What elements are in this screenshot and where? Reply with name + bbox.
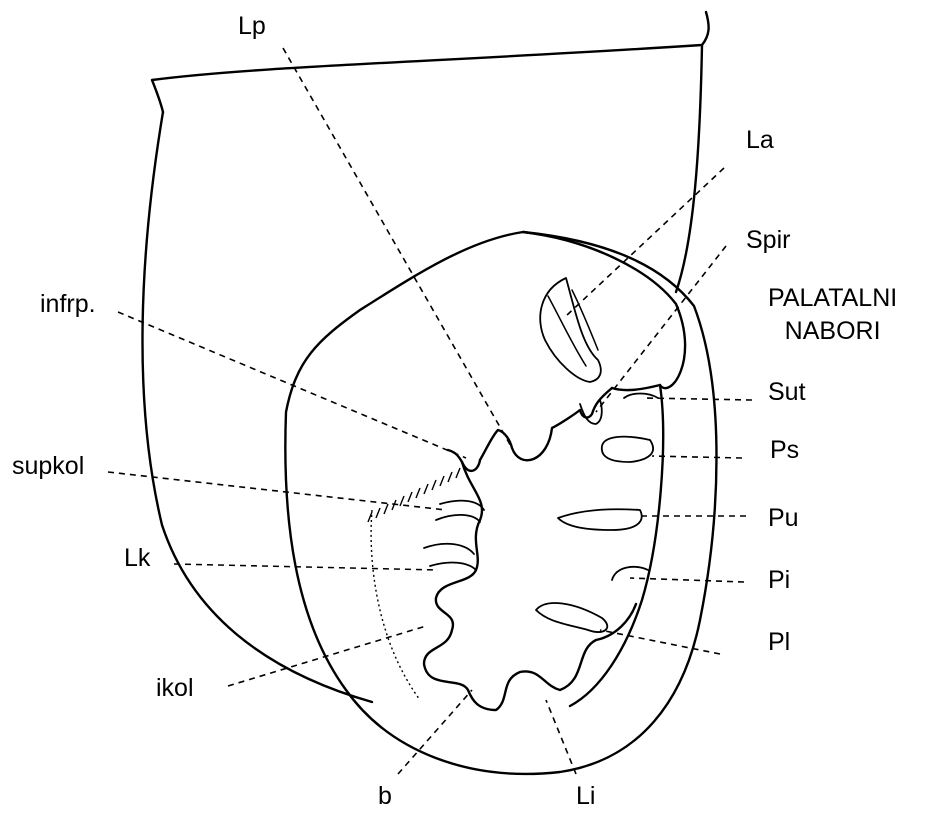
leader-li	[546, 700, 576, 774]
palatal-folds	[536, 394, 658, 633]
shell-right-contour	[676, 45, 702, 292]
heading-line-2: NABORI	[768, 315, 897, 348]
leader-b	[398, 690, 472, 774]
columellar-basal-wall	[424, 462, 636, 710]
leader-lk	[174, 564, 438, 570]
label-supkol: supkol	[12, 454, 84, 479]
palatal-folds-heading: PALATALNI NABORI	[768, 282, 897, 348]
shell-left-contour	[142, 112, 372, 702]
label-spir: Spir	[746, 228, 790, 253]
label-pl: Pl	[768, 630, 790, 655]
lamella-angularis	[540, 278, 601, 382]
parietal-wall	[448, 388, 612, 471]
shell-top-suture	[152, 12, 709, 112]
lamella-spiralis	[580, 400, 602, 424]
hatching	[368, 468, 460, 522]
label-sut: Sut	[768, 380, 806, 405]
heading-line-1: PALATALNI	[768, 282, 897, 315]
shell-body	[142, 12, 708, 702]
leader-la	[566, 168, 724, 316]
label-lk: Lk	[124, 546, 150, 571]
label-ps: Ps	[770, 438, 799, 463]
leader-lines	[108, 48, 752, 774]
leader-pl	[600, 630, 720, 654]
label-pi: Pi	[768, 568, 790, 593]
columellar-margin-dotted	[371, 510, 420, 700]
label-lp: Lp	[238, 14, 266, 39]
label-b: b	[378, 784, 392, 809]
leader-lp	[283, 48, 512, 448]
label-la: La	[746, 128, 774, 153]
leader-sut	[644, 398, 752, 400]
leader-ps	[652, 456, 742, 458]
aperture-right-wall	[570, 385, 663, 706]
peristome-outer-rim	[285, 232, 716, 774]
leader-infrp	[118, 312, 466, 458]
leader-supkol	[108, 472, 446, 510]
leader-ikol	[228, 626, 426, 686]
label-infrp: infrp.	[40, 292, 96, 317]
label-ikol: ikol	[156, 676, 194, 701]
peristome-inner-lip	[523, 232, 685, 390]
label-pu: Pu	[768, 506, 799, 531]
label-li: Li	[576, 784, 595, 809]
